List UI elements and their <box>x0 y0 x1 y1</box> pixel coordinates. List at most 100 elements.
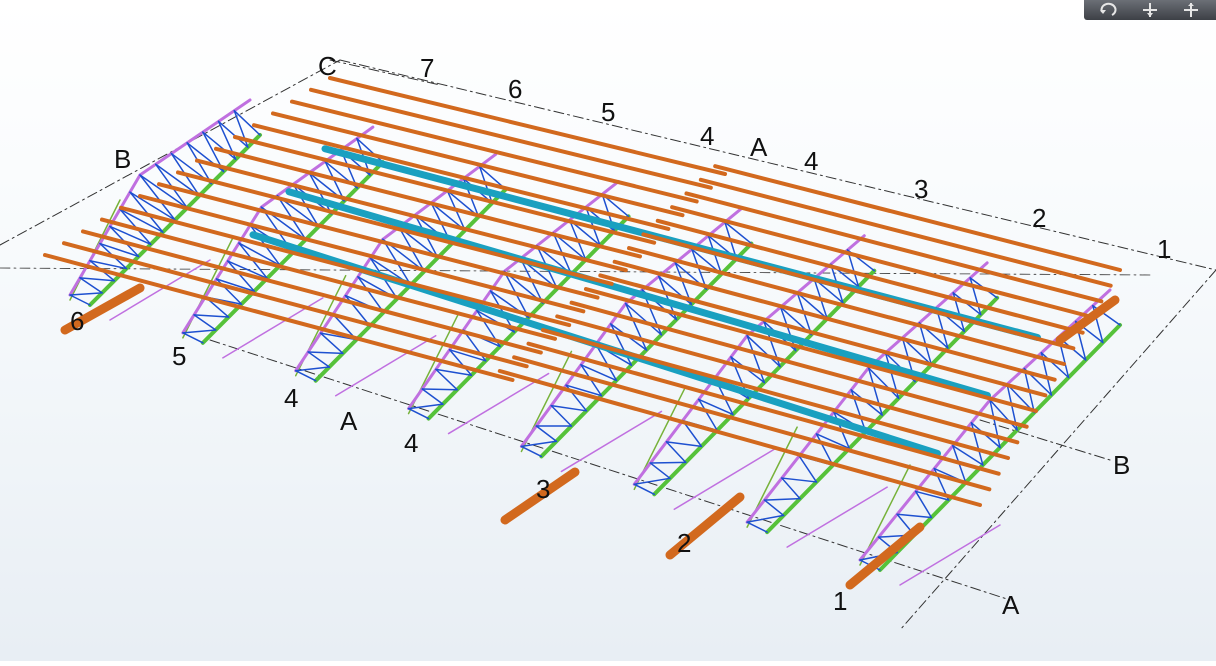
grid-line <box>0 59 341 246</box>
tie-beam <box>285 188 991 399</box>
rotate-view-button[interactable] <box>1090 1 1128 19</box>
purlin <box>233 135 657 245</box>
purlins <box>43 76 1122 507</box>
truss-top-chord <box>294 237 385 373</box>
truss-web <box>294 369 317 382</box>
truss-web <box>989 399 1001 449</box>
truss-web <box>193 314 217 331</box>
grid-label-3: 3 <box>914 174 929 204</box>
truss-web <box>624 302 663 336</box>
truss-web <box>896 513 933 519</box>
truss-web <box>550 404 588 412</box>
truss-web <box>565 384 603 397</box>
truss-web <box>520 440 558 448</box>
purlin <box>713 164 1122 272</box>
grid-label-a: A <box>750 132 768 162</box>
brace <box>560 410 663 473</box>
truss-web <box>217 120 249 148</box>
truss-web <box>952 444 984 466</box>
truss-web <box>139 174 176 221</box>
purlin <box>214 146 642 259</box>
grid-label-5: 5 <box>601 97 616 127</box>
truss-top-chord <box>632 334 749 486</box>
truss-web <box>763 499 785 517</box>
grid-line <box>329 59 441 86</box>
grid-label-6: 6 <box>508 74 523 104</box>
truss-web <box>520 445 543 458</box>
truss-web <box>649 461 687 464</box>
purlin <box>309 87 713 190</box>
purlin <box>497 369 982 507</box>
purlin <box>641 232 1076 351</box>
truss-web <box>324 160 346 202</box>
purlin <box>290 99 699 204</box>
purlin <box>138 194 586 314</box>
grid-label-a: A <box>1002 590 1020 620</box>
purlin <box>195 158 628 273</box>
purlin <box>684 191 1104 304</box>
truss-web <box>665 441 687 464</box>
purlin <box>176 170 614 286</box>
truss-web <box>233 109 261 136</box>
truss-web <box>307 351 344 355</box>
truss-web <box>448 349 487 362</box>
purlin <box>612 259 1057 382</box>
truss-web <box>448 349 473 377</box>
truss-web <box>435 368 473 377</box>
purlin <box>62 241 529 369</box>
truss-top-chord <box>867 261 989 370</box>
grid-line <box>899 269 1216 631</box>
truss-web <box>580 364 618 382</box>
purlin <box>670 205 1094 319</box>
purlin <box>157 182 600 300</box>
truss-top-chord <box>259 125 375 209</box>
truss-web <box>99 242 140 258</box>
purlin <box>569 300 1029 429</box>
support-beam <box>845 522 925 590</box>
truss-web <box>69 294 91 306</box>
truss-web <box>595 343 618 382</box>
truss-web <box>421 388 458 391</box>
truss-web <box>202 131 237 161</box>
truss-web <box>421 388 444 405</box>
grid-label-c: C <box>318 51 337 81</box>
purlin <box>512 355 992 492</box>
truss-web <box>435 368 458 391</box>
grid-label-4: 4 <box>804 146 819 176</box>
support-beam <box>500 467 580 525</box>
grid-label-4: 4 <box>284 383 299 413</box>
truss-web <box>129 191 176 221</box>
truss-web <box>746 334 766 384</box>
purlin <box>119 205 572 328</box>
purlin <box>328 76 727 176</box>
grid-label-1: 1 <box>833 586 848 616</box>
truss-web <box>139 174 188 209</box>
truss-web <box>129 191 164 233</box>
purlin <box>540 328 1010 460</box>
truss-web <box>649 462 671 480</box>
truss-web <box>867 367 883 416</box>
truss-top-chord <box>138 98 252 177</box>
truss-web <box>781 477 818 483</box>
truss-web <box>79 277 103 294</box>
truss-web <box>357 276 385 314</box>
truss-web <box>746 514 785 523</box>
purlin <box>252 123 671 231</box>
zoom-view-button[interactable] <box>1172 1 1210 19</box>
zoom-view-icon <box>1184 3 1199 17</box>
pan-view-button[interactable] <box>1131 1 1169 19</box>
grid-label-2: 2 <box>677 528 692 558</box>
support-beams <box>60 283 1120 590</box>
truss-web <box>746 334 781 368</box>
truss-top-chord <box>68 173 142 297</box>
grid-line <box>979 419 1111 461</box>
truss-web <box>238 242 281 267</box>
truss-web <box>698 398 718 432</box>
truss-web <box>698 398 734 416</box>
truss-web <box>846 249 860 288</box>
purlin <box>43 253 515 382</box>
purlin <box>627 246 1066 366</box>
truss-web <box>109 225 152 246</box>
